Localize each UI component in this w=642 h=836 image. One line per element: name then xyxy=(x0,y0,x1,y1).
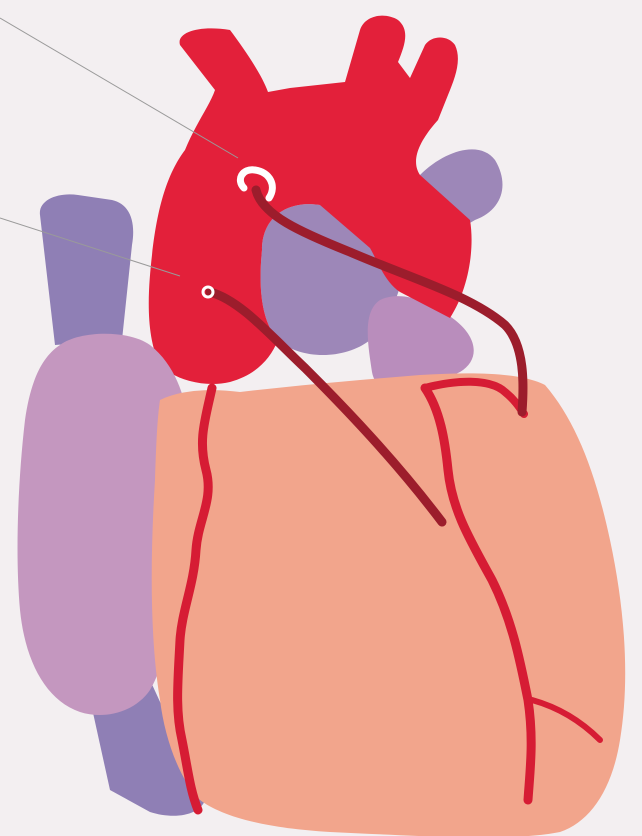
ventricles xyxy=(152,373,625,836)
superior-vena-cava xyxy=(40,194,133,345)
